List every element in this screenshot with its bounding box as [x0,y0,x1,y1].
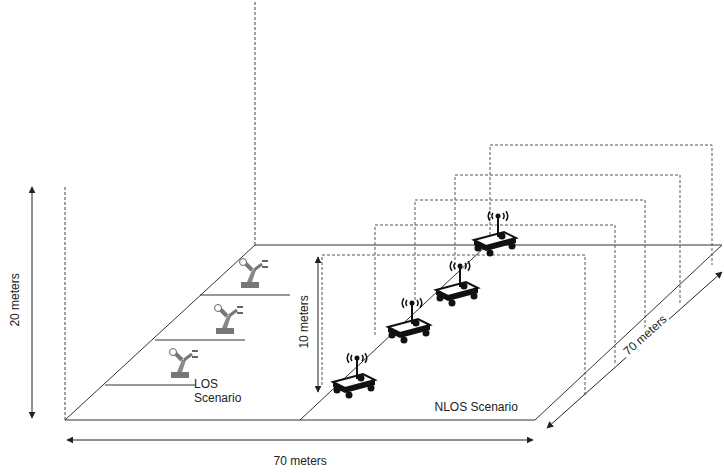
los-shelves [105,295,290,385]
mobile-robot-symbol [333,353,375,398]
robot-arms [170,259,269,379]
robot-arm-symbol [170,349,199,379]
scenario-label: NLOS Scenario [435,401,518,415]
mobile-robot-symbol [474,211,516,256]
scenario-label: LOS Scenario [194,378,254,406]
robot-arm-symbol [240,259,269,289]
mobile-robots [333,211,516,398]
height-dimension: 10 meters [297,293,311,350]
dimension-arrows [32,187,722,440]
mobile-robot-symbol [388,298,430,343]
robot-arm-symbol [215,305,244,335]
depth-dimension: 70 meters [619,312,671,361]
width-dimension: 70 meters [272,455,329,469]
floor-outline [65,245,722,420]
height-dimension: 20 meters [8,271,22,328]
wall-outline [65,0,255,420]
nlos-frames [322,145,712,395]
mobile-robot-symbol [436,261,478,306]
